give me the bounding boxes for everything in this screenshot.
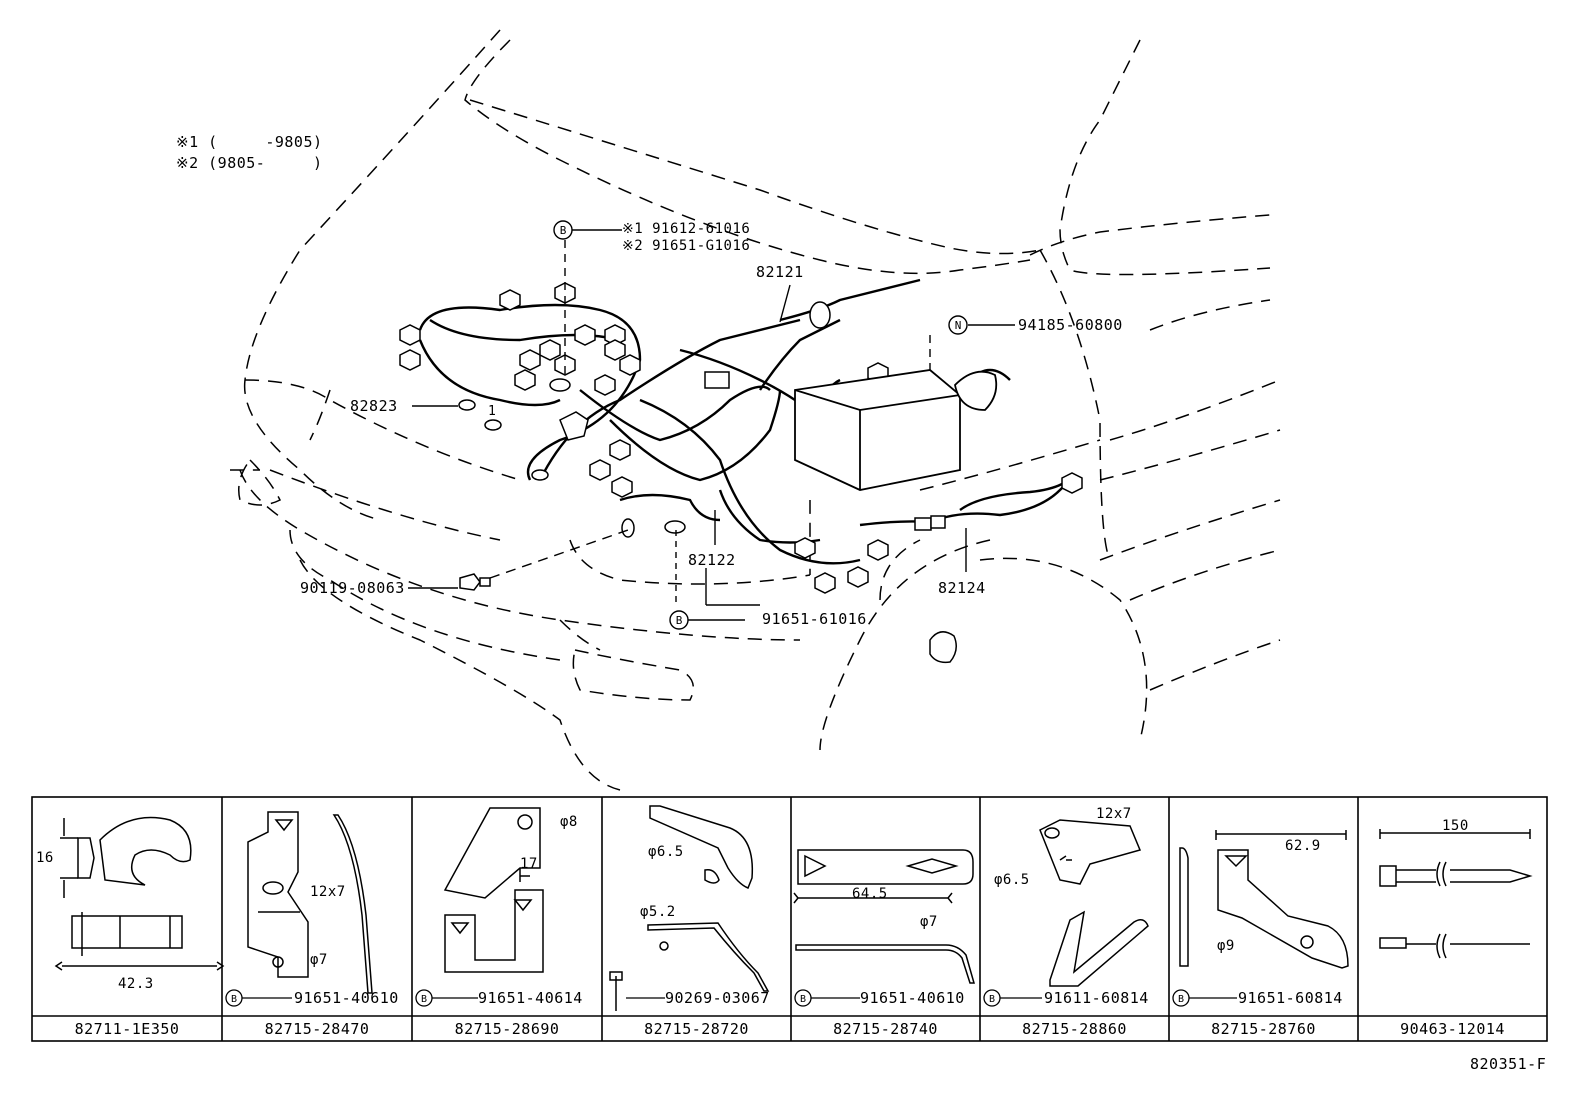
bolt-90269-03067: 90269-03067 xyxy=(665,989,770,1007)
bracket-82715-28720-drawing xyxy=(609,805,770,1011)
harness-connectors xyxy=(399,282,1083,664)
dim-phi8: φ8 xyxy=(560,814,578,830)
dim-64-5: 64.5 xyxy=(852,886,888,902)
callout-top-b-line1: ※1 91612-61016 xyxy=(622,221,751,237)
dim-phi9: φ9 xyxy=(1217,938,1235,954)
figure-id: 820351-F xyxy=(1470,1055,1547,1073)
dim-12x7-a: 12x7 xyxy=(310,884,346,900)
part-label-8: 90463-12014 xyxy=(1400,1020,1505,1038)
callout-markers xyxy=(553,220,968,630)
callout-82122: 82122 xyxy=(688,551,736,569)
dim-phi7-a: φ7 xyxy=(310,952,328,968)
b-marker-bottom-text: B xyxy=(676,614,683,627)
part-label-4: 82715-28720 xyxy=(644,1020,749,1038)
b-marker-cell7: B xyxy=(1178,994,1184,1005)
wire-harness xyxy=(418,278,1076,565)
dim-phi5-2: φ5.2 xyxy=(640,904,676,920)
callout-82823: 82823 xyxy=(350,397,398,415)
part-label-1: 82711-1E350 xyxy=(74,1020,180,1038)
leader-lines xyxy=(408,229,1015,621)
callout-82823-mark: 1 xyxy=(488,404,497,419)
bolt-91651-60814: 91651-60814 xyxy=(1238,989,1343,1007)
bracket-82715-28860-drawing xyxy=(1039,819,1149,987)
part-label-5: 82715-28740 xyxy=(833,1020,938,1038)
callout-top-b-line2: ※2 91651-G1016 xyxy=(622,238,751,254)
bolt-91611-60814: 91611-60814 xyxy=(1044,989,1149,1007)
bracket-82715-28690-drawing xyxy=(443,807,544,973)
bracket-82715-28760-drawing xyxy=(1179,830,1349,969)
dim-16: 16 xyxy=(36,850,54,866)
dim-17: 17 xyxy=(520,856,538,872)
b-marker-cell2: B xyxy=(231,994,237,1005)
part-label-2: 82715-28470 xyxy=(264,1020,370,1038)
b-marker-cell5: B xyxy=(800,994,806,1005)
bracket-82715-28470-drawing xyxy=(247,811,373,994)
dim-phi6-5-a: φ6.5 xyxy=(648,844,684,860)
callout-94185: 94185-60800 xyxy=(1018,316,1123,334)
part-label-7: 82715-28760 xyxy=(1211,1020,1316,1038)
clip-82711-drawing xyxy=(54,816,225,971)
dim-62-9: 62.9 xyxy=(1285,838,1321,854)
callout-82121: 82121 xyxy=(756,263,804,281)
bolt-91651-40610-a: 91651-40610 xyxy=(294,989,399,1007)
b-marker-top-text: B xyxy=(560,224,567,237)
callout-bottom-b-text: 91651-61016 xyxy=(762,610,867,628)
b-marker-cell3: B xyxy=(421,994,427,1005)
cable-tie-90463-drawing xyxy=(1379,829,1533,959)
bolt-91651-40610-b: 91651-40610 xyxy=(860,989,965,1007)
n-marker xyxy=(948,315,968,335)
part-label-6: 82715-28860 xyxy=(1022,1020,1127,1038)
bracket-82715-28740-drawing xyxy=(793,849,975,984)
part-label-3: 82715-28690 xyxy=(454,1020,560,1038)
dim-phi6-5-b: φ6.5 xyxy=(994,872,1030,888)
dim-150: 150 xyxy=(1442,818,1469,834)
parts-table-grid xyxy=(31,796,1548,1042)
dim-42-3: 42.3 xyxy=(118,976,154,992)
table-b-markers xyxy=(225,989,1237,1007)
n-marker-text: N xyxy=(955,319,962,332)
dim-12x7-b: 12x7 xyxy=(1096,806,1132,822)
b-marker-bottom xyxy=(669,610,689,630)
callout-82124: 82124 xyxy=(938,579,986,597)
b-marker-top xyxy=(553,220,573,240)
callout-90119: 90119-08063 xyxy=(300,579,405,597)
bolt-91651-40614: 91651-40614 xyxy=(478,989,583,1007)
dim-phi7-b: φ7 xyxy=(920,914,938,930)
b-marker-cell6: B xyxy=(989,994,995,1005)
legend-line-2: ※2 (9805- ) xyxy=(176,154,323,172)
battery xyxy=(794,369,998,491)
legend-line-1: ※1 ( -9805) xyxy=(176,133,323,151)
car-body-outline xyxy=(230,29,1281,791)
